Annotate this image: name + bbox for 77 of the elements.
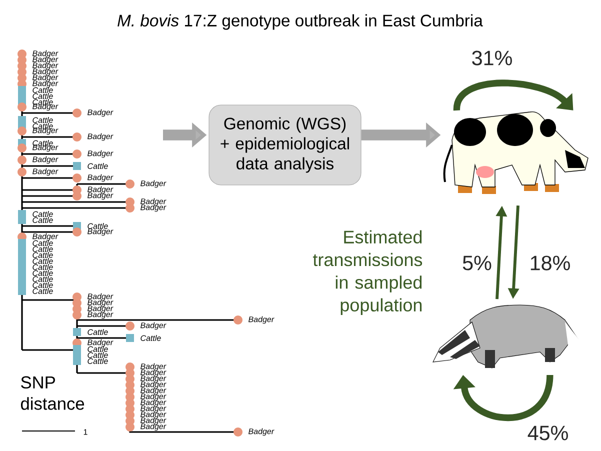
- tip-label: Badger: [140, 180, 166, 188]
- tip-label: Badger: [88, 339, 114, 347]
- tip-label: Badger: [32, 144, 58, 152]
- tip-label: Badger: [140, 387, 166, 395]
- tip-label: Badger: [32, 80, 58, 88]
- tip-label: Badger: [88, 293, 114, 301]
- tip-label: Cattle: [32, 140, 53, 146]
- tip-label: Badger: [140, 204, 166, 212]
- tip-label: Cattle: [32, 99, 53, 105]
- tip-label: Cattle: [88, 358, 108, 364]
- tip-label: Badger: [88, 299, 114, 307]
- tip-label: Badger: [32, 50, 58, 58]
- tip-label: Badger: [88, 174, 114, 182]
- tip-label: Cattle: [88, 223, 108, 229]
- edge-label: 18%: [530, 256, 570, 270]
- tip-label: Cattle: [32, 258, 53, 264]
- tip-label: Badger: [140, 411, 166, 419]
- edge-label: 5%: [462, 256, 492, 270]
- tip-label: Badger: [32, 56, 58, 64]
- tip-label: Cattle: [32, 217, 53, 223]
- title: M. bovis 17:Z genotype outbreak in East Cumbria: [118, 14, 483, 30]
- tip-label: Badger: [88, 311, 114, 319]
- tip-label: Cattle: [32, 270, 53, 276]
- arrow: [453, 374, 554, 422]
- tip-label: Badger: [88, 228, 114, 236]
- tip-label: Cattle: [88, 352, 108, 358]
- badger-drawing: [432, 304, 585, 368]
- tip-label: Badger: [32, 62, 58, 70]
- tip-label: Badger: [140, 198, 166, 206]
- tip-label: Cattle: [32, 240, 53, 246]
- tip-label: Badger: [140, 322, 166, 330]
- tip-label: Badger: [140, 417, 166, 425]
- tip-label: Cattle: [32, 211, 53, 217]
- tip-label: Badger: [140, 423, 166, 431]
- tip-label: Badger: [140, 393, 166, 401]
- tip-label: Cattle: [32, 252, 53, 258]
- tip-label: Badger: [88, 109, 114, 117]
- tip-label: Cattle: [32, 282, 53, 288]
- tip-label: Badger: [88, 133, 114, 141]
- cow-drawing: [443, 111, 588, 194]
- tip-label: Badger: [140, 375, 166, 383]
- tip-label: Cattle: [88, 346, 108, 352]
- tip-label: Cattle: [32, 87, 53, 93]
- tip-label: Badger: [140, 369, 166, 377]
- tip-label: Cattle: [32, 246, 53, 252]
- tip-label: Badger: [32, 127, 58, 135]
- tip-label: Badger: [140, 405, 166, 413]
- tip-label: Badger: [88, 150, 114, 158]
- tip-label: Badger: [248, 316, 274, 324]
- tip-label: Badger: [32, 168, 58, 176]
- tip-label: Badger: [32, 233, 58, 241]
- scale-value: 1: [84, 429, 88, 435]
- tip-label: Cattle: [32, 264, 53, 270]
- tip-label: Cattle: [140, 335, 161, 341]
- tip-label: Badger: [248, 428, 274, 436]
- tip-label: Badger: [32, 156, 58, 164]
- tip-label: Badger: [140, 399, 166, 407]
- tip-label: Badger: [140, 363, 166, 371]
- tip-label: Cattle: [32, 123, 53, 129]
- scale-label: SNP distance: [21, 376, 84, 410]
- edge-label: 45%: [528, 426, 568, 440]
- tip-label: Cattle: [32, 93, 53, 99]
- tip-label: Cattle: [32, 288, 53, 294]
- tip-label: Badger: [88, 186, 114, 194]
- tip-label: Cattle: [32, 117, 53, 123]
- tip-label: Badger: [32, 74, 58, 82]
- tip-label: Badger: [88, 192, 114, 200]
- annotation-text: Estimated transmissions in sampled population: [312, 230, 422, 316]
- tip-label: Cattle: [88, 163, 108, 169]
- tip-label: Badger: [32, 103, 58, 111]
- tip-label: Badger: [88, 305, 114, 313]
- process-box: Genomic (WGS) + epidemiological data analysis: [208, 104, 362, 186]
- tip-label: Cattle: [88, 329, 108, 335]
- edge-label: 31%: [472, 50, 512, 66]
- tip-label: Cattle: [32, 276, 53, 282]
- tip-label: Badger: [32, 68, 58, 76]
- tip-label: Badger: [140, 381, 166, 389]
